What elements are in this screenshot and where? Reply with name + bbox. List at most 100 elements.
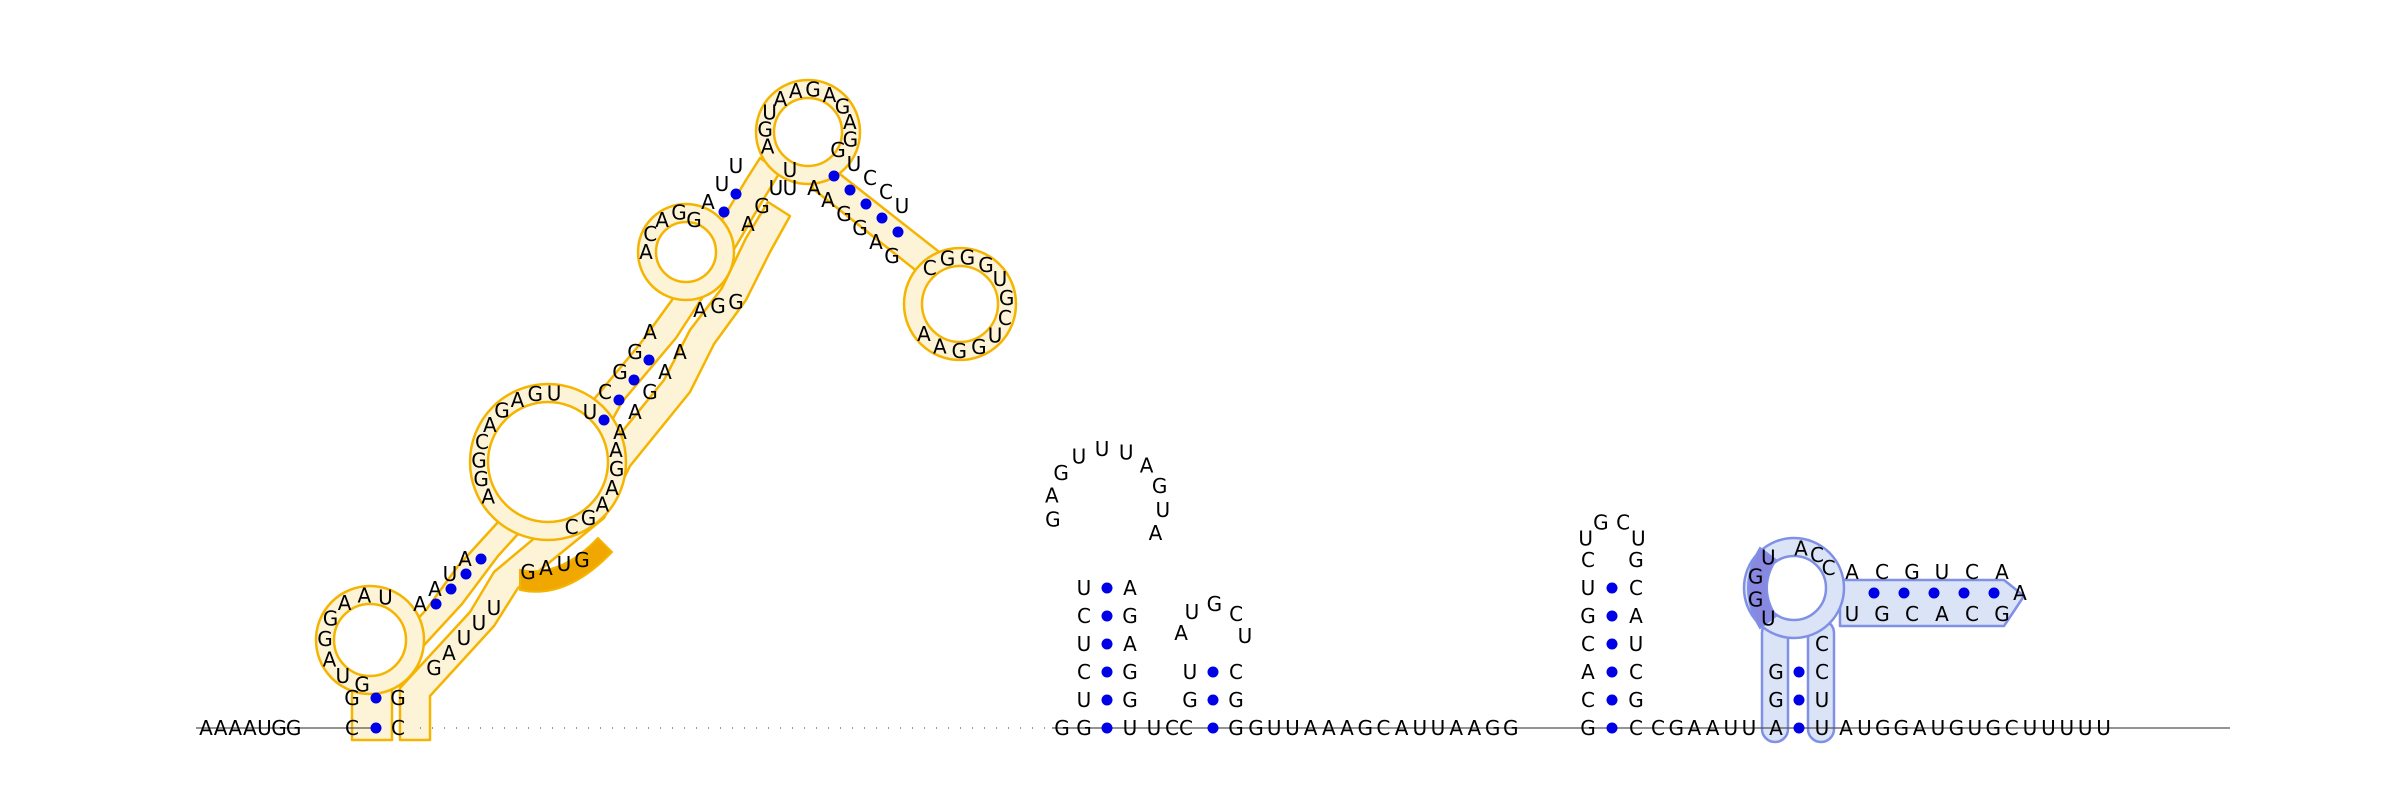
base-pair-dot: [1101, 610, 1113, 622]
blue-stem-nt: G: [1768, 660, 1784, 684]
orange-loop-nt: G: [978, 253, 994, 277]
base-pair-dot: [1793, 694, 1805, 706]
orange-loop-nt: G: [354, 672, 370, 696]
blue-arm-nt: C: [1965, 602, 1979, 626]
hairpin2-stem-nt: U: [1077, 576, 1092, 600]
blue-loop-nt: C: [1822, 556, 1836, 580]
orange-loop-nt: A: [481, 485, 495, 509]
orange-stem-nt: U: [895, 194, 910, 218]
base-pair-dot: [628, 374, 640, 386]
orange-loop-nt: G: [843, 127, 859, 151]
orange-stem-nt: A: [658, 360, 672, 384]
orange-loop-nt: U: [378, 586, 393, 610]
base-pair-dot: [1606, 610, 1618, 622]
base-pair-dot: [1606, 722, 1618, 734]
linker-nt: U: [1267, 716, 1282, 740]
linker-nt: G: [1668, 716, 1684, 740]
base-pair-dot: [1101, 694, 1113, 706]
base-pair-dot: [892, 226, 904, 238]
five-prime-tail-nt: A: [214, 716, 228, 740]
orange-loop-nt: G: [473, 467, 489, 491]
hairpin2-stem-nt: G: [1076, 716, 1092, 740]
hairpin3-stem-nt: G: [1228, 688, 1244, 712]
orange-loop-nt: A: [789, 79, 803, 103]
base-pair-dot: [1606, 582, 1618, 594]
orange-stem-nt: U: [783, 158, 798, 182]
base-pair-dot: [370, 722, 382, 734]
orange-stem-nt: A: [821, 188, 835, 212]
hairpin2-stem-nt: U: [1077, 688, 1092, 712]
orange-stem-nt: A: [741, 212, 755, 236]
orange-loop-nt: A: [761, 135, 775, 159]
hairpin2-loop-nt: U: [1095, 437, 1110, 461]
orange-loop-nt: G: [835, 94, 851, 118]
base-pair-dot: [844, 184, 856, 196]
hairpin3-stem-nt: C: [1179, 716, 1193, 740]
hairpin2-loop-nt: A: [1140, 453, 1154, 477]
hairpin4-stem-nt: C: [1581, 632, 1595, 656]
hairpin2-stem-nt: C: [1077, 660, 1091, 684]
hairpin4-stem-nt: C: [1629, 716, 1643, 740]
linker-nt: A: [1340, 716, 1354, 740]
linker-nt: U: [1723, 716, 1738, 740]
base-pair-dot: [1606, 666, 1618, 678]
orange-stem-nt: A: [458, 547, 472, 571]
blue-arm-nt: A: [2013, 581, 2027, 605]
three-prime-tail-nt: U: [1857, 716, 1872, 740]
orange-loop-nt: A: [596, 492, 610, 516]
orange-loop-nt: A: [609, 438, 623, 462]
orange-loop-nt: G: [940, 247, 956, 271]
blue-arm-nt: G: [1904, 560, 1920, 584]
blue-highlight-nt: G: [1748, 587, 1764, 611]
orange-stem-nt: A: [413, 592, 427, 616]
hairpin3-loop-nt: C: [1229, 602, 1243, 626]
three-prime-tail-nt: G: [1875, 716, 1891, 740]
orange-loop-nt: G: [609, 457, 625, 481]
orange-loop-nt: G: [671, 201, 687, 225]
orange-loop-nt: A: [358, 583, 372, 607]
blue-arm-nt: U: [1845, 602, 1860, 626]
base-pair-dot: [860, 198, 872, 210]
orange-loop-nt: A: [511, 388, 525, 412]
blue-stem-nt: U: [1815, 716, 1830, 740]
base-pair-dot: [1868, 587, 1880, 599]
hairpin3-loop-nt: U: [1185, 600, 1200, 624]
linker-nt: A: [1304, 716, 1318, 740]
blue-arm-nt: A: [1935, 602, 1949, 626]
orange-stem-nt: A: [701, 190, 715, 214]
blue-stem-nt: U: [1815, 688, 1830, 712]
blue-arm-nt: A: [1845, 560, 1859, 584]
orange-stem-nt: C: [598, 380, 612, 404]
linker-nt: A: [1395, 716, 1409, 740]
hairpin4-loop-nt: U: [1631, 526, 1646, 550]
base-pair-dot: [876, 212, 888, 224]
orange-loop-nt: A: [917, 322, 931, 346]
linker-nt: U: [1412, 716, 1427, 740]
hairpin4-stem-nt: G: [1628, 548, 1644, 572]
orange-stem-nt: U: [472, 611, 487, 635]
base-pair-dot: [643, 354, 655, 366]
base-pair-dot: [370, 692, 382, 704]
orange-stem-nt: U: [583, 400, 598, 424]
orange-loop-nt: A: [483, 413, 497, 437]
hairpin2-stem-nt: C: [1077, 604, 1091, 628]
orange-stem-nt: G: [852, 216, 868, 240]
orange-stem-nt: C: [391, 716, 405, 740]
base-pair-dot: [1793, 666, 1805, 678]
blue-highlight-segment: [1747, 546, 1778, 630]
orange-loop-nt: A: [338, 591, 352, 615]
linker-nt: G: [1503, 716, 1519, 740]
linker-nt: G: [1357, 716, 1373, 740]
base-pair-dot: [1207, 666, 1219, 678]
orange-loop-nt: A: [605, 476, 619, 500]
three-prime-tail-nt: U: [2023, 716, 2038, 740]
orange-loop-nt: U: [762, 101, 777, 125]
base-pair-dot: [445, 583, 457, 595]
orange-loop-nt: G: [494, 399, 510, 423]
orange-stem-nt: A: [613, 420, 627, 444]
base-pair-dot: [1928, 587, 1940, 599]
base-pair-dot: [1898, 587, 1910, 599]
linker-nt: G: [1054, 716, 1070, 740]
hairpin2-stem-nt: A: [1123, 632, 1137, 656]
